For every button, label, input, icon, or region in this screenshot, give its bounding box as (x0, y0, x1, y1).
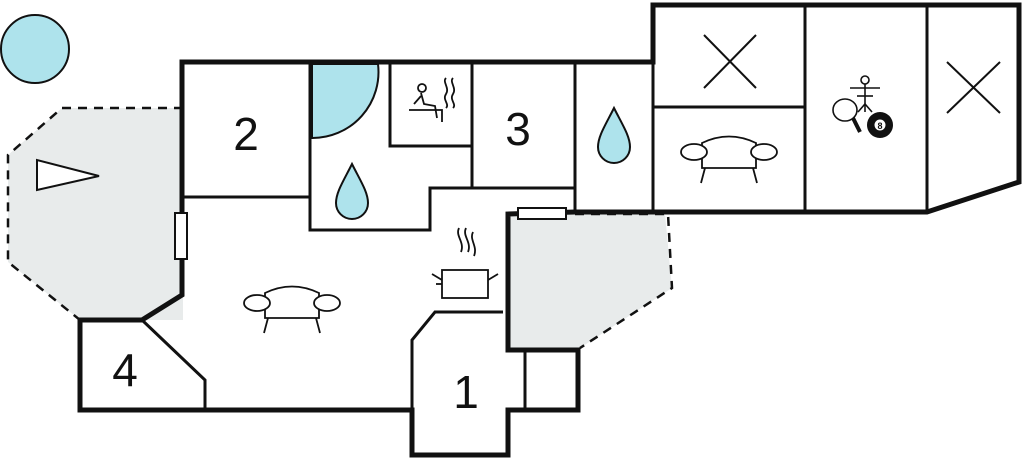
sofa-icon (243, 285, 341, 334)
triangle-marker-icon (36, 158, 100, 192)
inner-walls (140, 5, 929, 410)
terrace-left-outline (6, 106, 183, 321)
svg-text:8: 8 (877, 121, 882, 131)
terrace-left (8, 108, 183, 320)
door-left (174, 212, 188, 260)
room-number-3: 3 (505, 103, 531, 155)
room-number-4: 4 (112, 344, 138, 396)
terrace-right-outline (575, 212, 674, 350)
cross-icon (946, 61, 1001, 114)
outer-wall (77, 2, 1022, 458)
sofa-icon (680, 135, 778, 184)
sauna-icon (409, 77, 456, 122)
cooking-pot-icon (431, 227, 499, 299)
cross-icon (703, 34, 757, 89)
room-number-2: 2 (233, 108, 259, 160)
door-right (517, 207, 567, 220)
shower-quarter-icon (311, 63, 380, 140)
terrace-right (508, 214, 672, 348)
room-number-1: 1 (453, 366, 479, 418)
water-drop-icon (596, 105, 632, 164)
water-drop-icon (334, 161, 370, 220)
table-football-ping-pong-billiard-icon: 8 (832, 75, 893, 138)
pool-icon (0, 14, 70, 84)
